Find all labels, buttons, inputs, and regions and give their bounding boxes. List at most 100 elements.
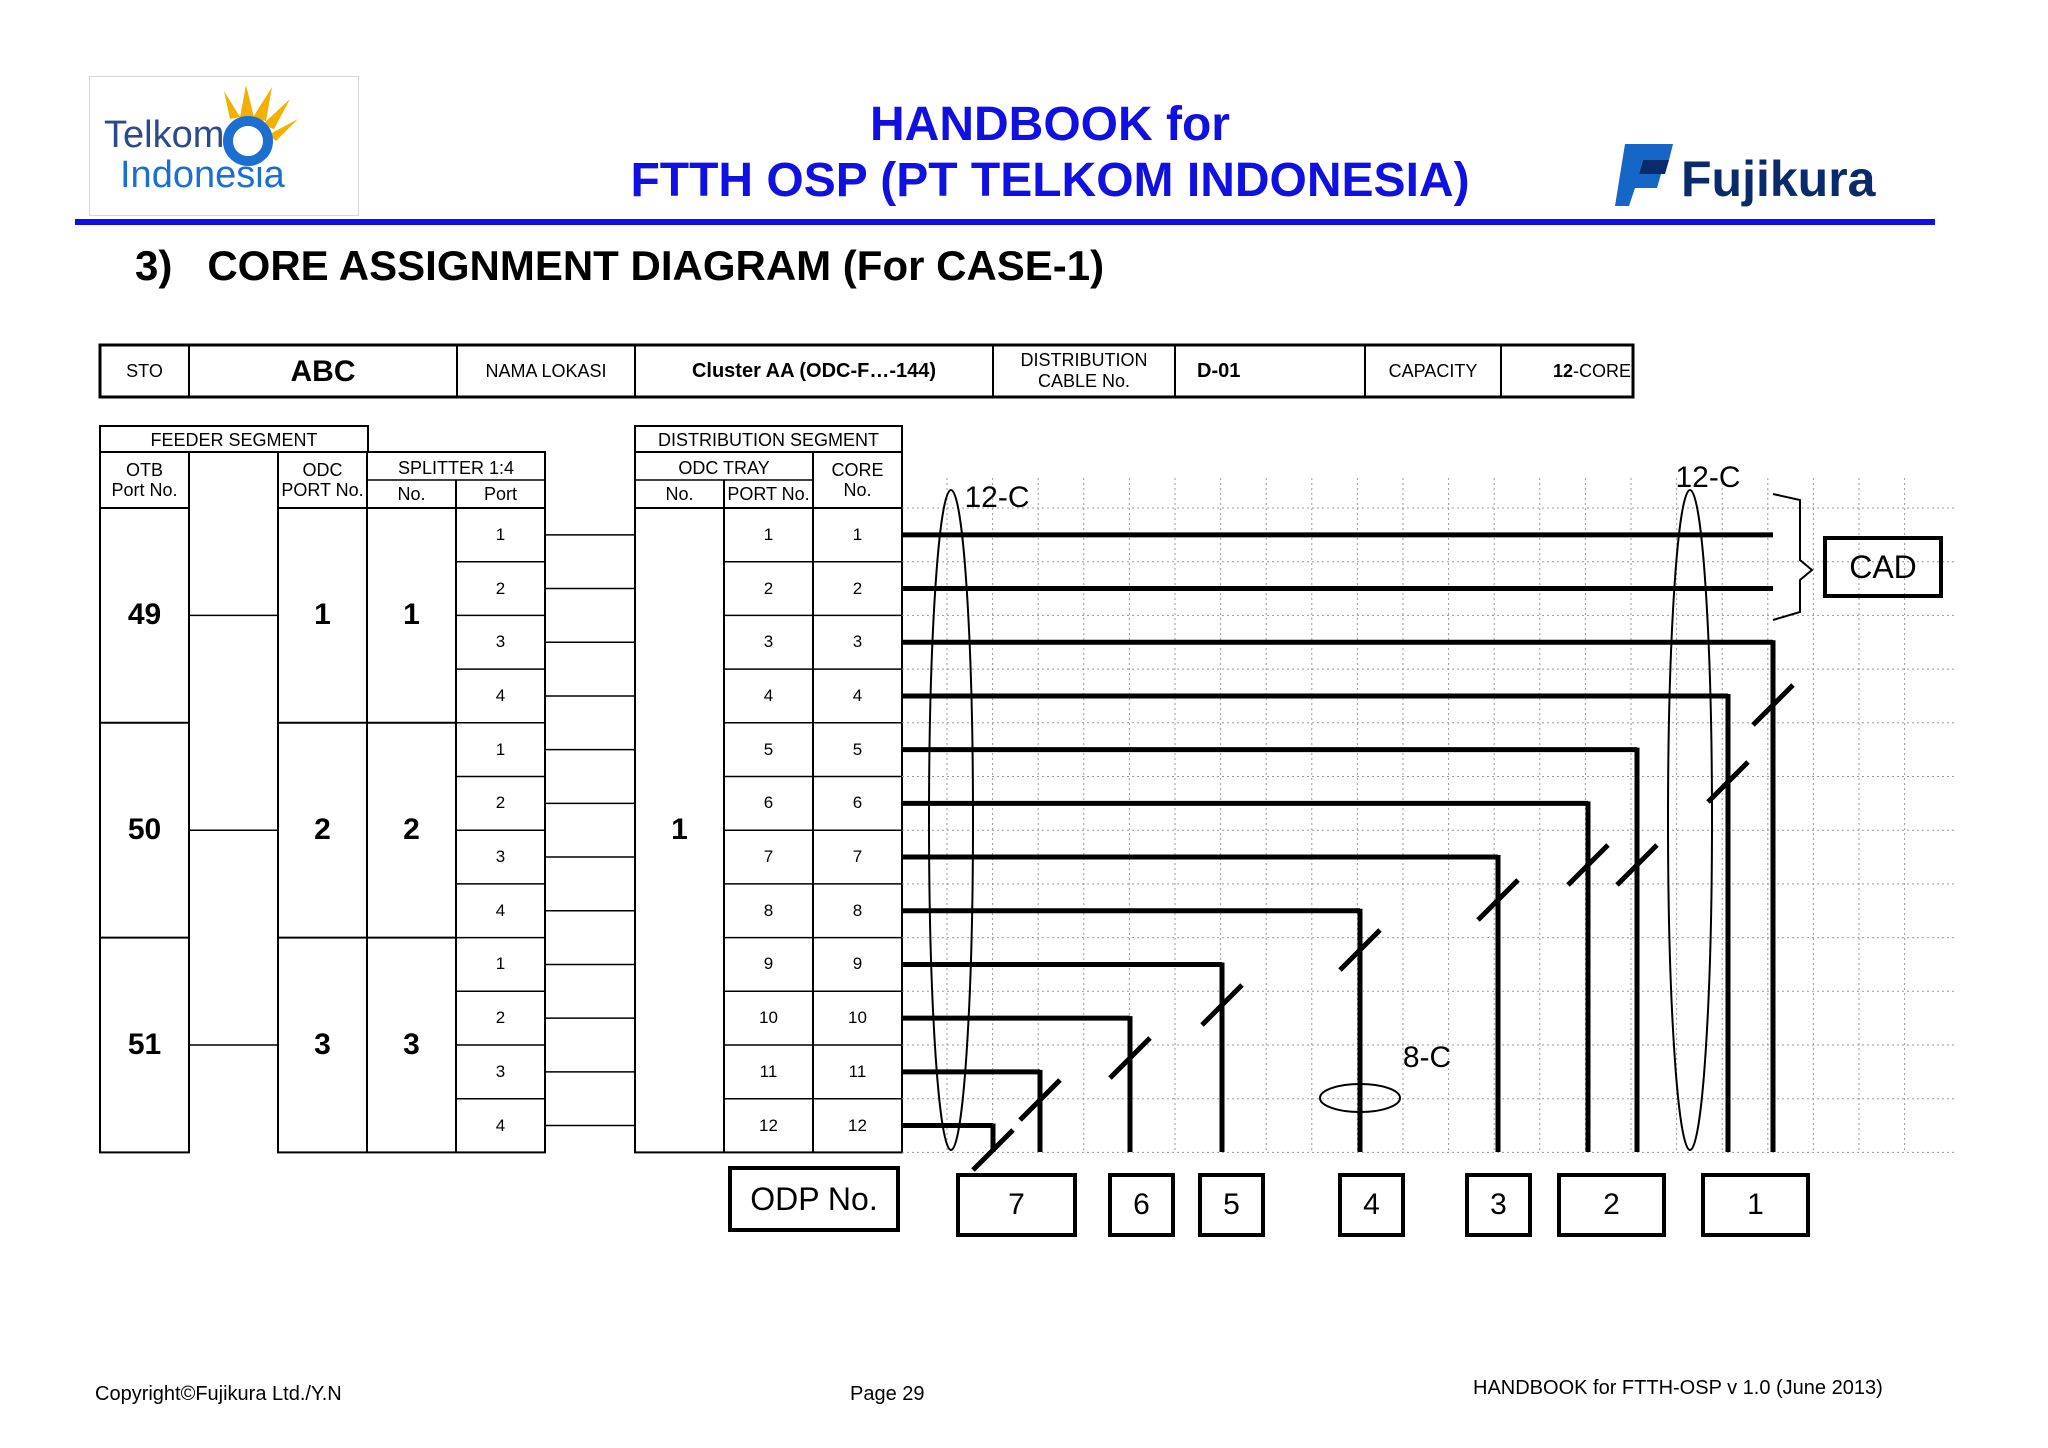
odp-box [1557, 1173, 1666, 1237]
cable-ellipse-right [1667, 489, 1713, 1151]
odc-tray-header: ODC TRAY [678, 458, 770, 478]
odp-box [956, 1173, 1077, 1237]
fujikura-logo-graphic: Fujikura [1615, 144, 1877, 207]
odc-header-line1: ODC [302, 460, 343, 480]
otb-header-line2: Port No. [111, 480, 178, 500]
core-no-value: 1 [852, 524, 863, 544]
telkom-logo-graphic: Telkom Indonesia [104, 85, 298, 196]
splitter-port-value: 1 [495, 954, 506, 974]
core-no-value: 10 [848, 1008, 867, 1028]
splitter-port-value: 3 [495, 632, 506, 652]
cut-mark [1108, 1036, 1152, 1080]
cut-mark [1751, 683, 1795, 727]
odp-header: ODP No. [750, 1181, 878, 1217]
tray-port-value: 11 [759, 1061, 778, 1081]
core-no-value: 3 [852, 632, 863, 652]
feeder-segment-title: FEEDER SEGMENT [150, 430, 318, 450]
tray-port-value: 10 [759, 1008, 778, 1028]
telkom-logo-text-1: Telkom [104, 114, 224, 156]
otb-port-value: 49 [127, 598, 162, 632]
core-no-value: 9 [852, 954, 863, 974]
cad-box [1823, 536, 1943, 598]
info-bar-frame [98, 343, 1635, 399]
odp-box-label: 4 [1363, 1188, 1380, 1221]
odp-box [1198, 1173, 1265, 1237]
splitter-no-value: 3 [403, 1027, 420, 1061]
cad-brace [1772, 493, 1814, 621]
tray-no-value: 1 [671, 813, 688, 846]
distribution-frame [634, 451, 903, 1154]
tray-port-value: 7 [763, 847, 774, 867]
odp-box-label: 5 [1223, 1188, 1240, 1221]
odp-box [1108, 1173, 1175, 1237]
header-rule [75, 219, 1935, 225]
distribution-segment-title: DISTRIBUTION SEGMENT [657, 430, 879, 450]
tray-port-value: 9 [763, 954, 774, 974]
odp-box-label: 3 [1490, 1188, 1507, 1221]
telkom-logo: Telkom Indonesia [89, 76, 359, 216]
sto-value: ABC [290, 354, 356, 388]
location-value: Cluster AA (ODC-F…-144) [691, 359, 937, 382]
core-no-value: 2 [852, 578, 863, 598]
splitter-port-value: 4 [495, 900, 506, 920]
odp-header-box [728, 1166, 900, 1232]
cut-mark [1566, 843, 1610, 887]
odc-port-header: ODC PORT No. [278, 456, 367, 504]
footer-page: Page 29 [850, 1383, 925, 1405]
core-no-header: CORE No. [813, 456, 902, 504]
branch-ellipse [1319, 1083, 1401, 1113]
tray-port-value: 5 [763, 739, 774, 759]
capacity-value-unit: -CORE [1573, 360, 1631, 381]
odc-splitter-block [277, 451, 546, 1154]
branch-label: 8-C [1402, 1041, 1452, 1074]
feeder-title-frame [99, 425, 369, 453]
tray-port-value: 1 [763, 524, 774, 544]
tray-port-value: 2 [763, 578, 774, 598]
core-no-value: 6 [852, 793, 863, 813]
splitter-port-header: Port [483, 484, 517, 504]
otb-header-line1: OTB [125, 460, 163, 480]
odp-box-label: 7 [1008, 1188, 1025, 1221]
core-no-value: 7 [852, 847, 863, 867]
location-label: NAMA LOKASI [485, 360, 607, 381]
cut-mark [1706, 760, 1750, 804]
title-line-2: FTTH OSP (PT TELKOM INDONESIA) [630, 154, 1470, 207]
cut-mark [1476, 878, 1520, 922]
cable-ellipse-left [928, 489, 974, 1151]
cable-label-line2: CABLE No. [1037, 371, 1131, 391]
odp-box [1465, 1173, 1532, 1237]
tray-port-value: 4 [763, 685, 774, 705]
tray-port-value: 3 [763, 632, 774, 652]
cad-label: CAD [1849, 549, 1917, 585]
odc-port-value: 3 [314, 1027, 331, 1061]
cut-mark [1200, 983, 1244, 1027]
sto-label: STO [126, 360, 163, 381]
footer-copyright: Copyright©Fujikura Ltd./Y.N [95, 1383, 342, 1405]
core-no-value: 5 [852, 739, 863, 759]
splitter-port-value: 4 [495, 685, 506, 705]
cut-mark [971, 1128, 1015, 1172]
odp-box-label: 6 [1133, 1188, 1150, 1221]
odc-port-value: 1 [314, 598, 331, 632]
odp-box-label: 2 [1603, 1188, 1620, 1221]
cut-mark [1018, 1078, 1062, 1122]
splitter-port-value: 3 [495, 1061, 506, 1081]
cut-mark [1338, 928, 1382, 972]
cut-mark [1615, 843, 1659, 887]
tray-port-value: 8 [763, 900, 774, 920]
section-heading: 3) CORE ASSIGNMENT DIAGRAM (For CASE-1) [135, 242, 1105, 289]
otb-port-header: OTB Port No. [100, 456, 189, 504]
cable-value: D-01 [1197, 359, 1241, 382]
splitter-no-value: 2 [403, 813, 420, 847]
capacity-value-number: 12 [1552, 360, 1573, 381]
tray-port-header: PORT No. [727, 484, 810, 504]
splitter-no-header: No. [397, 484, 426, 504]
cable-label-line1: DISTRIBUTION [1020, 350, 1148, 370]
odp-box-label: 1 [1747, 1188, 1764, 1221]
title-line-1: HANDBOOK for [870, 98, 1230, 151]
splitter-port-value: 4 [495, 1115, 506, 1135]
splitter-no-value: 1 [403, 598, 420, 632]
distribution-title-frame [634, 425, 903, 453]
core-header-line1: CORE [831, 460, 884, 480]
